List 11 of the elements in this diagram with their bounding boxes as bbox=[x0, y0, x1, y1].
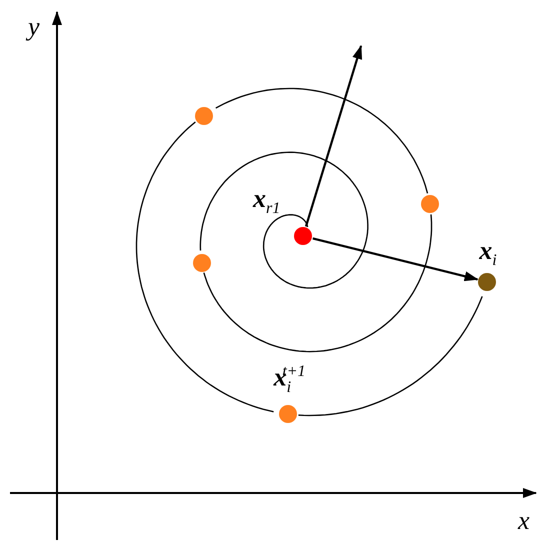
spiral-curve bbox=[298, 296, 483, 416]
arrow bbox=[312, 237, 479, 282]
arrow bbox=[304, 45, 362, 227]
axis-label: x bbox=[518, 508, 530, 534]
spiral-curve bbox=[215, 88, 428, 194]
spiral-curve bbox=[200, 152, 368, 289]
axis-label: y bbox=[28, 14, 40, 40]
spiral-curve bbox=[136, 122, 274, 412]
point-label: x$_{r1}$ bbox=[253, 186, 280, 218]
point-label: x$_{i}$ bbox=[479, 238, 497, 269]
spiral-curve bbox=[203, 214, 432, 352]
